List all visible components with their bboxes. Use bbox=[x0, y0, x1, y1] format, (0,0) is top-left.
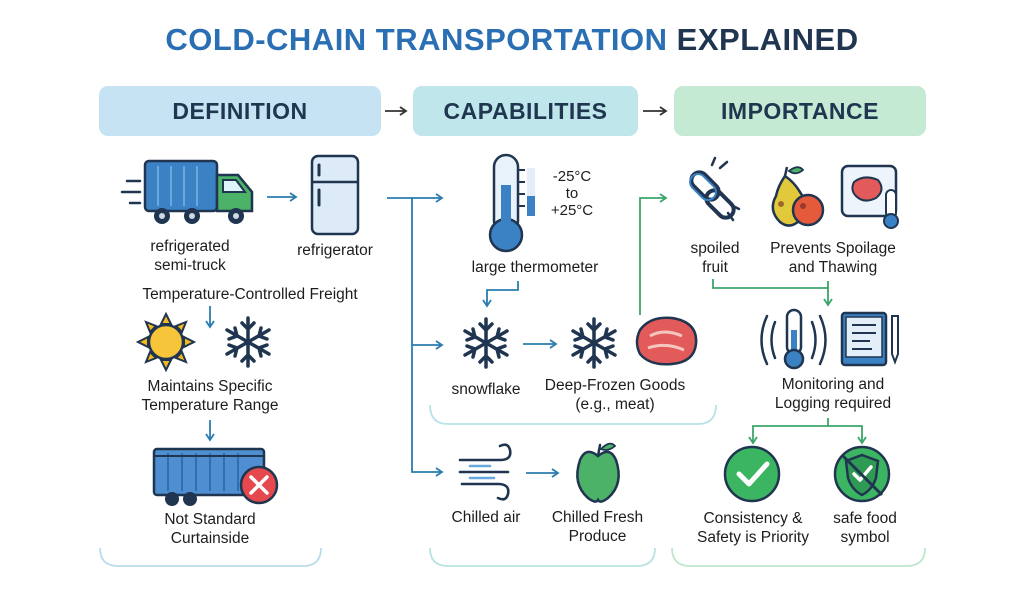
checkmark-icon bbox=[723, 445, 781, 503]
title-part1: COLD-CHAIN TRANSPORTATION bbox=[165, 22, 668, 57]
logbook-icon bbox=[840, 311, 899, 367]
prevents-spoilage-label: Prevents Spoilage and Thawing bbox=[770, 240, 896, 276]
refrigerated-truck-icon bbox=[120, 159, 254, 224]
meat-icon bbox=[635, 316, 698, 366]
consistency-label: Consistency & Safety is Priority bbox=[697, 510, 809, 546]
fridge-label: refrigerator bbox=[297, 242, 373, 259]
temp-range-low: -25°C bbox=[552, 168, 592, 185]
temp-range-to: to bbox=[565, 185, 579, 202]
large-thermometer-icon bbox=[488, 153, 535, 253]
capabilities-bracket-top bbox=[429, 404, 717, 425]
definition-header: DEFINITION bbox=[99, 86, 381, 136]
frozen-goods-label: Deep-Frozen Goods (e.g., meat) bbox=[544, 377, 686, 413]
refrigerator-icon bbox=[310, 154, 360, 236]
importance-bracket bbox=[671, 547, 926, 567]
snowflake-icon bbox=[463, 317, 509, 369]
monitoring-label: Monitoring and Logging required bbox=[774, 376, 892, 412]
thermometer-down-arrow bbox=[482, 281, 519, 308]
curtainside-label: Not Standard Curtainside bbox=[164, 511, 256, 547]
temp-range-high: +25°C bbox=[550, 202, 594, 219]
capabilities-trunk-line bbox=[387, 197, 444, 477]
sun-icon bbox=[135, 311, 197, 373]
capabilities-header: CAPABILITIES bbox=[413, 86, 638, 136]
snowflake-small-icon bbox=[225, 316, 271, 368]
range-label: Maintains Specific Temperature Range bbox=[141, 378, 279, 414]
freight-label: Temperature-Controlled Freight bbox=[142, 286, 358, 303]
deep-frozen-snowflake-icon bbox=[571, 317, 617, 369]
curtainside-truck-icon bbox=[152, 447, 279, 506]
apple-icon bbox=[576, 442, 620, 503]
safe-food-label: safe food symbol bbox=[833, 510, 897, 546]
snowflake-label: snowflake bbox=[451, 381, 521, 398]
chilled-air-label: Chilled air bbox=[451, 509, 521, 526]
monitoring-thermometer-icon bbox=[760, 308, 827, 370]
package-thermometer-icon bbox=[840, 164, 899, 229]
broken-chain-icon bbox=[689, 156, 741, 222]
truck-label: refrigerated semi-truck bbox=[150, 238, 230, 274]
chilled-air-icon bbox=[458, 443, 512, 501]
monitoring-to-consistency-arrow bbox=[748, 418, 829, 445]
spoiled-fruit-label: spoiled fruit bbox=[690, 240, 740, 276]
fruit-icon bbox=[771, 166, 825, 227]
page-title: COLD-CHAIN TRANSPORTATION EXPLAINED bbox=[0, 22, 1024, 58]
importance-header: IMPORTANCE bbox=[674, 86, 926, 136]
safe-food-shield-icon bbox=[833, 445, 891, 503]
spoilage-to-monitoring-arrow bbox=[712, 279, 833, 307]
capabilities-to-importance-arrow bbox=[639, 193, 668, 315]
monitoring-to-safefood-arrow bbox=[828, 425, 867, 445]
produce-label: Chilled Fresh Produce bbox=[551, 509, 644, 545]
title-part2: EXPLAINED bbox=[676, 22, 859, 57]
capabilities-bracket-bottom bbox=[429, 547, 656, 567]
definition-bracket bbox=[99, 547, 322, 567]
thermometer-label: large thermometer bbox=[471, 259, 599, 276]
